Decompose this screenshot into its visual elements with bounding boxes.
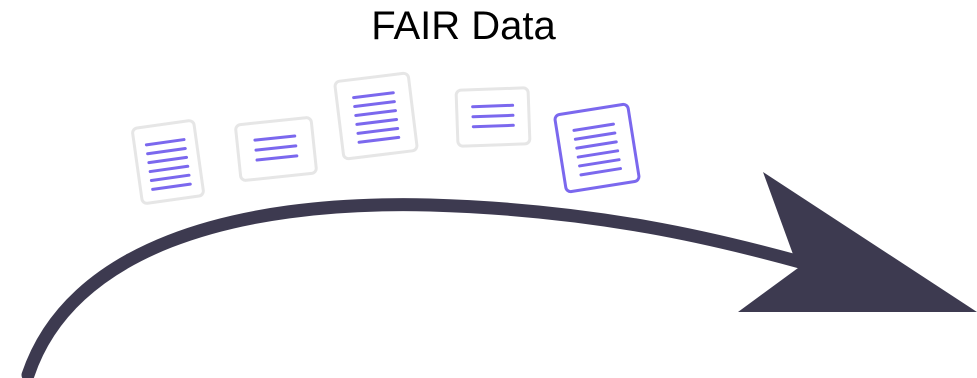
document-icon-4 (454, 86, 532, 148)
document-icon-2 (234, 116, 318, 182)
document-icon-5-highlighted (553, 102, 641, 194)
document-icon-3 (333, 71, 419, 161)
document-icon-1 (131, 119, 205, 205)
curved-arrow-icon (21, 172, 977, 378)
diagram-title: FAIR Data (371, 4, 556, 48)
